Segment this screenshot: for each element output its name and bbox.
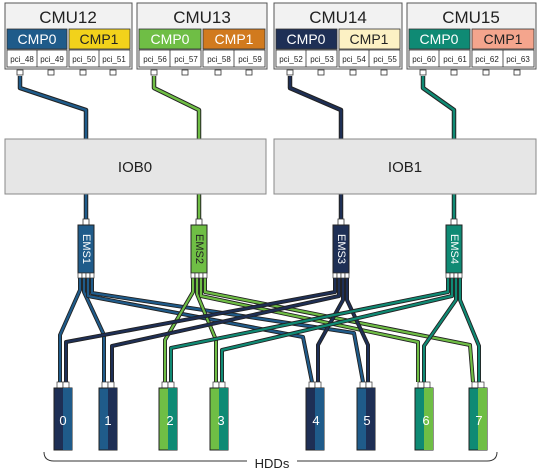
hdd-label: 4 bbox=[312, 413, 319, 428]
cmu-title: CMU13 bbox=[173, 8, 231, 27]
hdd-drive-0: 0 bbox=[53, 381, 73, 451]
iob-label: IOB0 bbox=[118, 159, 152, 176]
hdd-drive-6: 6 bbox=[414, 381, 434, 451]
ems-label: EMS2 bbox=[193, 234, 205, 264]
hdd-drive-4: 4 bbox=[305, 381, 325, 451]
hdd-drive-1: 1 bbox=[98, 381, 118, 451]
pci-label: pci_51 bbox=[102, 55, 126, 64]
cmp-box bbox=[338, 28, 401, 50]
hdd-group-label: HDDs bbox=[255, 456, 290, 471]
pci-label: pci_58 bbox=[207, 55, 231, 64]
hdd-label: 7 bbox=[475, 413, 482, 428]
ems-module-ems4: EMS4 bbox=[445, 218, 463, 279]
pci-connectors bbox=[16, 69, 521, 76]
pci-label: pci_54 bbox=[342, 55, 366, 64]
pci-label: pci_49 bbox=[40, 55, 64, 64]
hdd-drive-3: 3 bbox=[209, 381, 229, 451]
cmu-group-cmu14: CMU14 CMP0 CMP1 pci_52 pci_53 pci_54 pci… bbox=[273, 2, 403, 70]
cmu-title: CMU12 bbox=[39, 8, 97, 27]
cmp-label: CMP0 bbox=[18, 31, 57, 47]
pci-label: pci_55 bbox=[373, 55, 397, 64]
cmp-label: CMP1 bbox=[350, 31, 389, 47]
pci-label: pci_53 bbox=[310, 55, 334, 64]
hdd-drive-7: 7 bbox=[468, 381, 488, 451]
ems-module-ems3: EMS3 bbox=[332, 218, 350, 279]
cmu-group-cmu13: CMU13 CMP0 CMP1 pci_56 pci_57 pci_58 pci… bbox=[136, 2, 268, 70]
iob-box-iob1: IOB1 bbox=[273, 138, 537, 195]
cmu-title: CMU15 bbox=[442, 8, 500, 27]
cmp-label: CMP0 bbox=[420, 31, 459, 47]
ems-label: EMS1 bbox=[80, 234, 92, 264]
cmu-group-cmu15: CMU15 CMP0 CMP1 pci_60 pci_61 pci_62 pci… bbox=[406, 2, 537, 70]
iob-label: IOB1 bbox=[388, 159, 422, 176]
ems-module-ems1: EMS1 bbox=[77, 218, 95, 279]
hdd-label: 5 bbox=[363, 413, 370, 428]
pci-label: pci_56 bbox=[143, 55, 167, 64]
pci-label: pci_48 bbox=[10, 55, 34, 64]
cmp-box bbox=[275, 28, 338, 50]
cmp-box bbox=[6, 28, 68, 50]
cmp-box bbox=[68, 28, 131, 50]
pci-label: pci_60 bbox=[412, 55, 436, 64]
hdd-drive-2: 2 bbox=[158, 381, 178, 451]
ems-label: EMS4 bbox=[448, 234, 460, 264]
cmp-label: CMP1 bbox=[80, 31, 119, 47]
pci-label: pci_50 bbox=[72, 55, 96, 64]
hdd-drive-5: 5 bbox=[356, 381, 376, 451]
pci-label: pci_57 bbox=[174, 55, 198, 64]
ems-to-hdd-cables bbox=[58, 278, 481, 383]
hdd-label: 3 bbox=[217, 413, 224, 428]
cmp-label: CMP0 bbox=[287, 31, 326, 47]
pci-label: pci_61 bbox=[443, 55, 467, 64]
pci-label: pci_59 bbox=[238, 55, 262, 64]
cmp-box bbox=[471, 28, 535, 50]
cmp-label: CMP1 bbox=[484, 31, 523, 47]
cmp-label: CMP0 bbox=[151, 31, 190, 47]
hdd-label: 2 bbox=[166, 413, 173, 428]
cmp-box bbox=[408, 28, 471, 50]
cmu-title: CMU14 bbox=[309, 8, 367, 27]
cmp-label: CMP1 bbox=[215, 31, 254, 47]
cmp-box bbox=[202, 28, 266, 50]
ems-module-ems2: EMS2 bbox=[190, 218, 208, 279]
pci-label: pci_62 bbox=[475, 55, 499, 64]
hdd-label: 0 bbox=[59, 413, 66, 428]
hdd-label: 6 bbox=[422, 413, 429, 428]
cmu-group-cmu12: CMU12 CMP0 CMP1 pci_48 pci_49 pci_50 pci… bbox=[4, 2, 133, 70]
ems-label: EMS3 bbox=[335, 234, 347, 264]
hdd-label: 1 bbox=[104, 413, 111, 428]
iob-box-iob0: IOB0 bbox=[4, 138, 267, 195]
pci-label: pci_63 bbox=[506, 55, 530, 64]
pci-label: pci_52 bbox=[279, 55, 303, 64]
cmp-box bbox=[138, 28, 202, 50]
